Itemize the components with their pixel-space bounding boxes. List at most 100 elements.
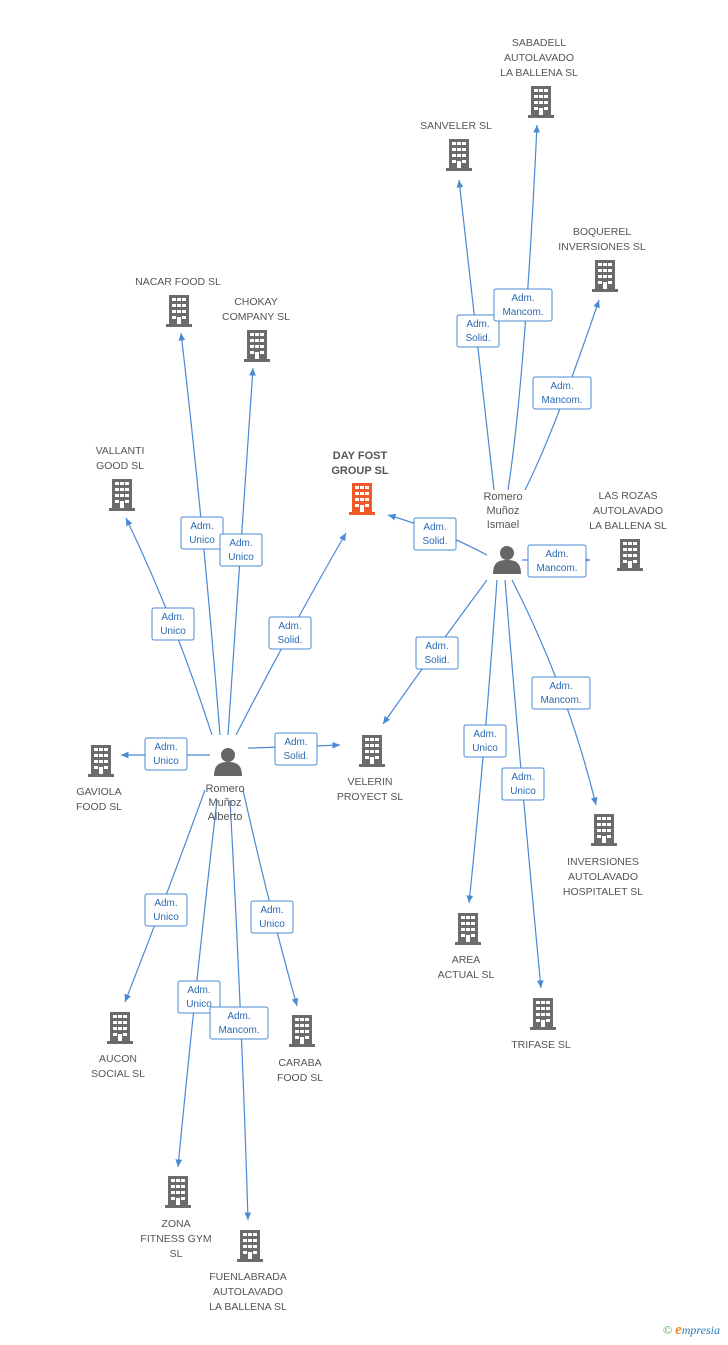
- building-icon: [617, 539, 643, 571]
- company-label: HOSPITALET SL: [563, 886, 643, 898]
- company-label: AREA: [452, 954, 481, 966]
- role-box-alberto-aucon[interactable]: Adm.Unico: [144, 893, 188, 927]
- company-label: GAVIOLA: [76, 786, 121, 798]
- role-box-ismael-trifase[interactable]: Adm. Unico: [501, 767, 545, 801]
- building-icon: [244, 330, 270, 362]
- role-box-alberto-velerin[interactable]: Adm.Solid.: [274, 732, 318, 766]
- role-box-ismael-area[interactable]: Adm. Unico: [463, 724, 507, 758]
- role-box-ismael-sanveler[interactable]: Adm.Solid.: [456, 314, 500, 348]
- company-label: CARABA: [278, 1057, 321, 1069]
- role-text: Adm.: [161, 612, 184, 623]
- building-icon: [165, 1176, 191, 1208]
- role-box-ismael-lasrozas[interactable]: Adm.Mancom.: [527, 544, 587, 578]
- company-label: COMPANY SL: [222, 311, 290, 323]
- company-label: FOOD SL: [277, 1072, 323, 1084]
- company-label: LAS ROZAS: [599, 490, 658, 502]
- role-box-alberto-nacar[interactable]: Adm.Unico: [180, 516, 224, 550]
- company-label: GOOD SL: [96, 460, 144, 472]
- role-text: Adm.: [229, 538, 252, 549]
- building-icon: [359, 735, 385, 767]
- role-text: Unico: [510, 786, 536, 797]
- company-node-trifase[interactable]: TRIFASE SL: [511, 998, 571, 1051]
- company-label: VALLANTI: [96, 445, 145, 457]
- company-label: LA BALLENA SL: [209, 1301, 287, 1313]
- role-box-alberto-fuenlabrada[interactable]: Adm.Mancom.: [209, 1006, 269, 1040]
- company-node-caraba[interactable]: CARABA FOOD SL: [277, 1015, 323, 1084]
- company-node-sanveler[interactable]: SANVELER SL: [420, 120, 492, 171]
- role-text: Adm.: [425, 641, 448, 652]
- role-box-ismael-dayfost[interactable]: Adm.Solid.: [413, 517, 457, 551]
- company-label: BOQUEREL: [573, 226, 632, 238]
- role-text: Adm.: [187, 985, 210, 996]
- building-icon: [591, 814, 617, 846]
- company-label: FUENLABRADA: [209, 1271, 287, 1283]
- role-text: Adm.: [550, 381, 573, 392]
- role-box-alberto-dayfost[interactable]: Adm.Solid.: [268, 616, 312, 650]
- role-text: Solid.: [465, 333, 490, 344]
- role-box-alberto-caraba[interactable]: Adm.Unico: [250, 900, 294, 934]
- company-node-chokay[interactable]: CHOKAY COMPANY SL: [222, 296, 290, 362]
- edge-ismael-sanveler: [456, 179, 495, 491]
- building-icon: [289, 1015, 315, 1047]
- role-box-ismael-inversiones[interactable]: Adm.Mancom.: [531, 676, 591, 710]
- building-icon: [592, 260, 618, 292]
- company-label: AUTOLAVADO: [568, 871, 638, 883]
- role-text: Adm.: [473, 729, 496, 740]
- role-box-alberto-zona[interactable]: Adm.Unico: [177, 980, 221, 1014]
- role-box-alberto-vallanti[interactable]: Adm.Unico: [151, 607, 195, 641]
- role-text: Adm.: [154, 898, 177, 909]
- role-text: Unico: [228, 552, 254, 563]
- role-text: Adm.: [190, 521, 213, 532]
- building-icon: [349, 483, 375, 515]
- company-label: AUTOLAVADO: [213, 1286, 283, 1298]
- role-text: Adm.: [545, 549, 568, 560]
- role-box-alberto-chokay[interactable]: Adm. Unico: [219, 533, 263, 567]
- person-label: Alberto: [208, 811, 243, 823]
- role-text: Unico: [153, 756, 179, 767]
- company-label: ACTUAL SL: [438, 969, 495, 981]
- person-label: Muñoz: [486, 505, 519, 517]
- company-node-fuenlabrada[interactable]: FUENLABRADA AUTOLAVADO LA BALLENA SL: [209, 1230, 287, 1313]
- role-box-ismael-velerin[interactable]: Adm. Solid.: [415, 636, 459, 670]
- edge-ismael-sabadell: [507, 124, 541, 491]
- role-box-alberto-gaviola[interactable]: Adm.Unico: [144, 737, 188, 771]
- company-label: CHOKAY: [234, 296, 278, 308]
- company-label: NACAR FOOD SL: [135, 276, 221, 288]
- role-box-ismael-boquerel[interactable]: Adm.Mancom.: [532, 376, 592, 410]
- company-label: ZONA: [161, 1218, 190, 1230]
- company-label: PROYECT SL: [337, 791, 403, 803]
- building-icon: [107, 1012, 133, 1044]
- role-text: Solid.: [424, 655, 449, 666]
- brand-initial: e: [675, 1322, 682, 1338]
- company-node-nacar[interactable]: NACAR FOOD SL: [135, 276, 221, 327]
- person-label: Ismael: [487, 519, 519, 531]
- company-label: SABADELL: [512, 37, 566, 49]
- company-node-vallanti[interactable]: VALLANTI GOOD SL: [96, 445, 145, 511]
- role-text: Adm.: [227, 1011, 250, 1022]
- company-node-aucon[interactable]: AUCON SOCIAL SL: [91, 1012, 145, 1080]
- role-text: Adm.: [511, 772, 534, 783]
- building-icon: [237, 1230, 263, 1262]
- role-text: Adm.: [423, 522, 446, 533]
- role-text: Adm.: [511, 293, 534, 304]
- role-box-ismael-sabadell[interactable]: Adm.Mancom.: [493, 288, 553, 322]
- role-text: Unico: [472, 743, 498, 754]
- building-icon: [530, 998, 556, 1030]
- building-icon: [88, 745, 114, 777]
- copyright-symbol: ©: [662, 1323, 673, 1337]
- company-node-area[interactable]: AREA ACTUAL SL: [438, 913, 495, 981]
- company-label: AUCON: [99, 1053, 137, 1065]
- person-icon: [214, 748, 242, 776]
- company-label: SOCIAL SL: [91, 1068, 145, 1080]
